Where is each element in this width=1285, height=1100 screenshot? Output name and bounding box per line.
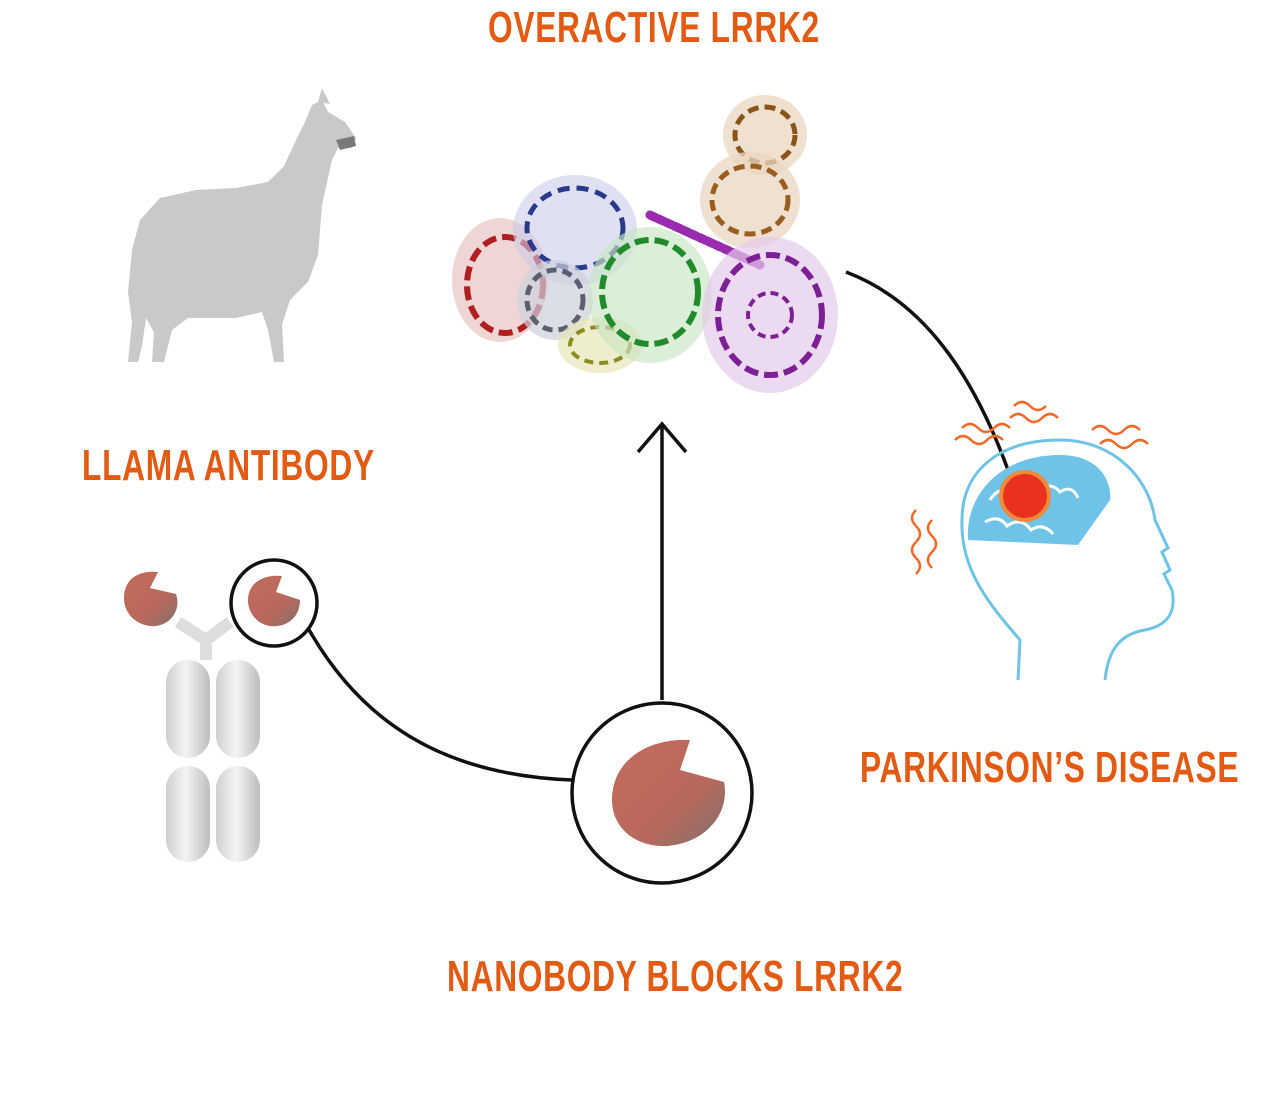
nanobody-blocks-label: NANOBODY BLOCKS LRRK2 xyxy=(447,952,904,1001)
antibody-icon xyxy=(124,558,319,862)
tremor-lines-icon xyxy=(910,400,1149,575)
lrrk2-protein-icon xyxy=(452,95,838,393)
parkinsons-disease-label: PARKINSON’S DISEASE xyxy=(860,743,1240,792)
brain-hotspot-icon xyxy=(999,470,1051,522)
nanobody-icon xyxy=(570,701,754,885)
antibody-to-nanobody-connector xyxy=(306,627,573,782)
head-brain-icon xyxy=(910,400,1175,681)
protein-to-brain-connector xyxy=(845,270,1017,491)
overactive-lrrk2-label: OVERACTIVE LRRK2 xyxy=(488,3,820,52)
llama-antibody-label: LLAMA ANTIBODY xyxy=(82,441,375,490)
up-arrow-icon xyxy=(636,421,688,700)
llama-icon xyxy=(128,88,356,362)
